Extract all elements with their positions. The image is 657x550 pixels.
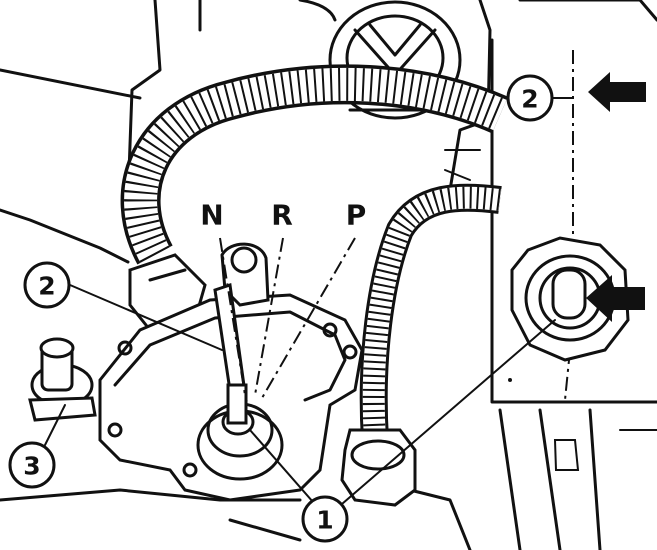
callout-1: 1 bbox=[301, 495, 349, 543]
position-label-r: R bbox=[271, 199, 293, 232]
callout-1-text: 1 bbox=[316, 506, 333, 535]
callout-2-left-text: 2 bbox=[38, 272, 55, 301]
position-label-p: P bbox=[346, 199, 367, 232]
position-lines bbox=[219, 237, 356, 399]
leader-lines bbox=[44, 97, 574, 511]
wiring-harness-large bbox=[120, 64, 509, 265]
callout-3: 3 bbox=[8, 441, 56, 489]
arrow-left-icon bbox=[586, 275, 645, 322]
position-label-n: N bbox=[200, 199, 223, 232]
arrow-left-icon bbox=[588, 72, 646, 112]
callout-2-right: 2 bbox=[506, 74, 554, 122]
callout-2-left: 2 bbox=[23, 261, 71, 309]
manual-shaft-lever bbox=[213, 242, 270, 406]
shaft-nut bbox=[196, 383, 284, 481]
callout-2-right-text: 2 bbox=[521, 85, 538, 114]
wiring-harness-small bbox=[359, 183, 502, 441]
harness-fitting bbox=[340, 428, 417, 507]
callout-3-text: 3 bbox=[23, 452, 40, 481]
